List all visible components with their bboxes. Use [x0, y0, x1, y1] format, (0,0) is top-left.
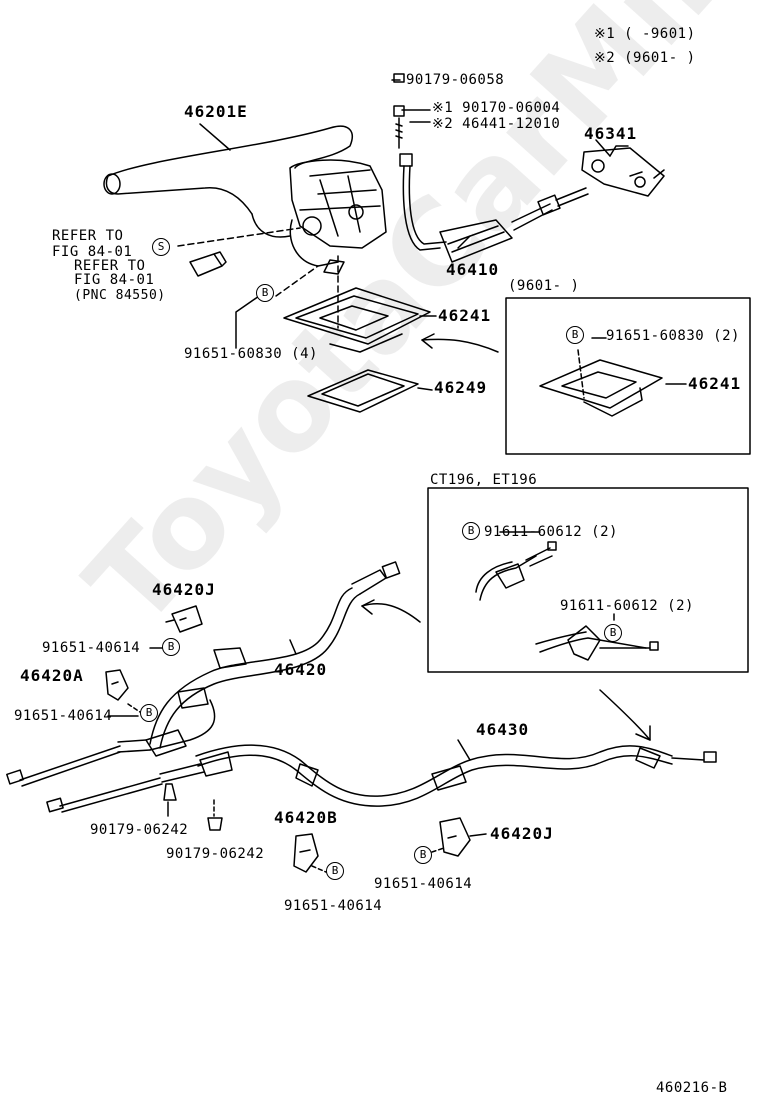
- grommet-b: [207, 817, 223, 831]
- part-46420j-top: 46420J: [152, 580, 216, 599]
- stud: [395, 117, 403, 149]
- leader-46201e: [199, 123, 231, 151]
- inset-mid-box: [427, 487, 749, 673]
- leader-bolt-b: [235, 293, 263, 349]
- leader-inset-mid: [499, 531, 615, 621]
- part-91651-40614-b: 91651-40614: [14, 708, 113, 724]
- bubble-b-c: B: [326, 862, 344, 880]
- part-46410: 46410: [446, 260, 500, 279]
- part-46341: 46341: [584, 124, 638, 143]
- leader-46420: [289, 639, 297, 655]
- refer1-line1: REFER TO: [52, 228, 124, 244]
- clamp-46420j-bottom: [439, 817, 471, 857]
- bubble-b-a: B: [162, 638, 180, 656]
- inset-top-title: (9601- ): [508, 278, 580, 294]
- bubble-b-inset: B: [566, 326, 584, 344]
- part-90179-06058: 90179-06058: [406, 72, 505, 88]
- leader-bolt: [275, 265, 319, 297]
- bubble-b-d: B: [414, 846, 432, 864]
- cable-46430: [46, 744, 717, 813]
- inset-boot: [539, 349, 663, 417]
- part-46430: 46430: [476, 720, 530, 739]
- part-46201e: 46201E: [184, 102, 248, 121]
- bubble-b-bolt: B: [256, 284, 274, 302]
- leader-46249: [417, 387, 433, 391]
- refer2-line3: (PNC 84550): [74, 288, 166, 303]
- part-46249: 46249: [434, 378, 488, 397]
- cable-46410: [399, 153, 589, 263]
- part-46420a: 46420A: [20, 666, 84, 685]
- nut-90179: [393, 73, 405, 83]
- bubble-b-mid1: B: [462, 522, 480, 540]
- part-91611-b: 91611-60612 (2): [560, 598, 694, 614]
- arrow-down: [599, 689, 651, 741]
- legend-line2: ※2 (9601- ): [594, 50, 696, 66]
- nut-90170: [393, 105, 405, 117]
- part-46420j-bottom: 46420J: [490, 824, 554, 843]
- inset-mid-title: CT196, ET196: [430, 472, 538, 488]
- inset-mid-parts: [475, 541, 659, 661]
- part-46420b: 46420B: [274, 808, 338, 827]
- arrow-inset-mid: [361, 603, 421, 623]
- figure-code: 460216-B: [656, 1080, 728, 1096]
- part-90179-06242-b: 90179-06242: [166, 846, 265, 862]
- note-2: ※2 46441-12010: [432, 116, 561, 132]
- switch-connector: [189, 251, 227, 277]
- part-91611-a: 91611-60612 (2): [484, 524, 618, 540]
- clamp-46420b: [293, 833, 319, 873]
- brake-lever: [103, 125, 387, 275]
- clamp-46420a: [105, 669, 129, 701]
- leader-inset: [591, 337, 687, 385]
- part-90179-06242-a: 90179-06242: [90, 822, 189, 838]
- leader-46410: [457, 235, 471, 249]
- part-46241: 46241: [438, 306, 492, 325]
- note-1: ※1 90170-06004: [432, 100, 561, 116]
- arrow-inset-top: [421, 338, 499, 353]
- leader-bolts-left: [107, 647, 163, 717]
- part-46420: 46420: [274, 660, 328, 679]
- leader-46420a: [127, 703, 141, 713]
- leader-46430: [457, 739, 471, 761]
- leader-46420b: [311, 865, 327, 873]
- part-91651-40614-a: 91651-40614: [42, 640, 141, 656]
- cable-46420: [6, 561, 401, 787]
- equalizer-46341: [581, 145, 665, 197]
- arrowhead-mid: [361, 599, 375, 615]
- bubble-s: S: [152, 238, 170, 256]
- seal-46249: [307, 369, 419, 413]
- grommet-a: [163, 783, 177, 801]
- boot-46241: [283, 287, 431, 353]
- bolt-small: [165, 619, 175, 623]
- inset-top-box: [505, 297, 751, 455]
- part-91651-40614-c: 91651-40614: [284, 898, 383, 914]
- leader-s: [177, 227, 301, 247]
- refer1-line2: FIG 84-01: [52, 244, 133, 260]
- leader-46341: [595, 139, 611, 157]
- legend-line1: ※1 ( -9601): [594, 26, 696, 42]
- refer2-line1: REFER TO: [74, 258, 146, 274]
- arrowhead-down: [635, 725, 651, 741]
- arrowhead-top: [421, 333, 435, 349]
- refer2-line2: FIG 84-01: [74, 272, 155, 288]
- leader-46420j-label: [469, 833, 487, 837]
- part-bolt-4: 91651-60830 (4): [184, 346, 318, 362]
- bubble-b-mid2: B: [604, 624, 622, 642]
- leader-46420j-bottom: [431, 847, 445, 853]
- part-91651-40614-d: 91651-40614: [374, 876, 473, 892]
- bubble-b-b: B: [140, 704, 158, 722]
- clamp-46420j-top: [171, 605, 203, 633]
- part-bolt-2: 91651-60830 (2): [606, 328, 740, 344]
- leader-notes: [401, 109, 431, 123]
- part-46241-inset: 46241: [688, 374, 742, 393]
